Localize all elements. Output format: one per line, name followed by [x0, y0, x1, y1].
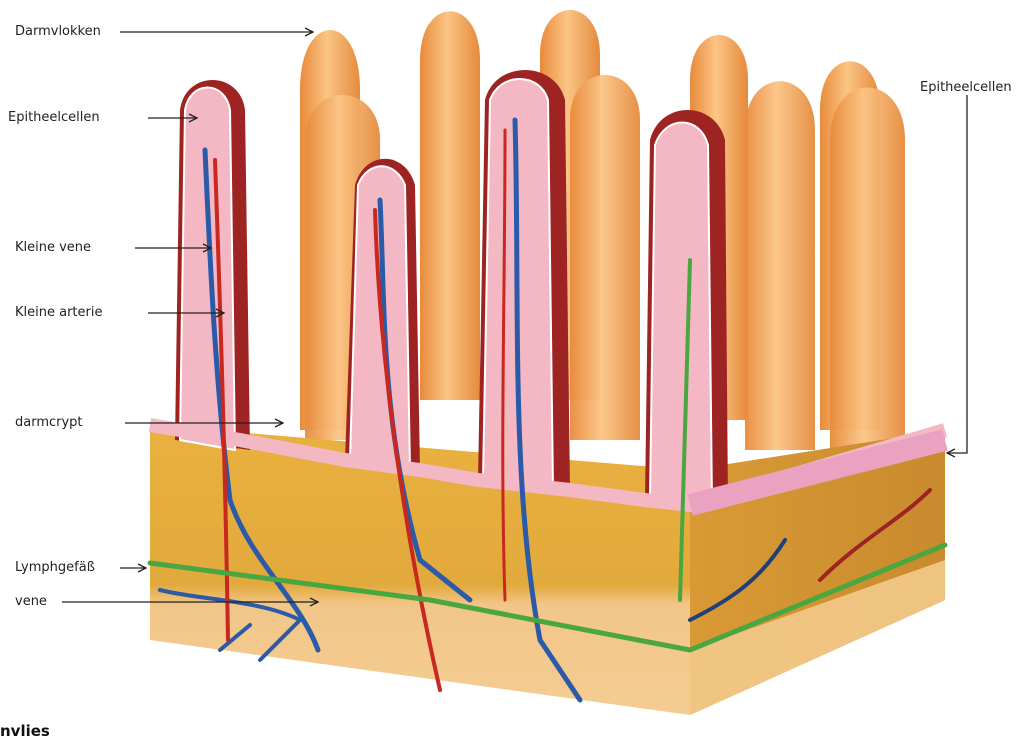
- label-kleine-arterie: Kleine arterie: [15, 305, 102, 321]
- label-epitheelcellen-left: Epitheelcellen: [8, 110, 100, 126]
- label-darmcrypt: darmcrypt: [15, 415, 83, 431]
- label-darmvlokken: Darmvlokken: [15, 24, 101, 40]
- villus-mid: [830, 88, 905, 461]
- label-lymphgefass: Lymphgefäß: [15, 560, 95, 576]
- sectioned-villus: [180, 88, 235, 451]
- label-epitheelcellen-right: Epitheelcellen: [920, 80, 1012, 96]
- villus-mid: [745, 81, 815, 450]
- label-vene: vene: [15, 594, 47, 610]
- label-kleine-vene: Kleine vene: [15, 240, 91, 256]
- villus-mid: [570, 75, 640, 440]
- sectioned-villus: [650, 123, 712, 506]
- villus-back: [420, 11, 480, 400]
- arrow-epitheelcellen-right: [947, 95, 967, 453]
- caption-title: nvlies: [0, 722, 50, 740]
